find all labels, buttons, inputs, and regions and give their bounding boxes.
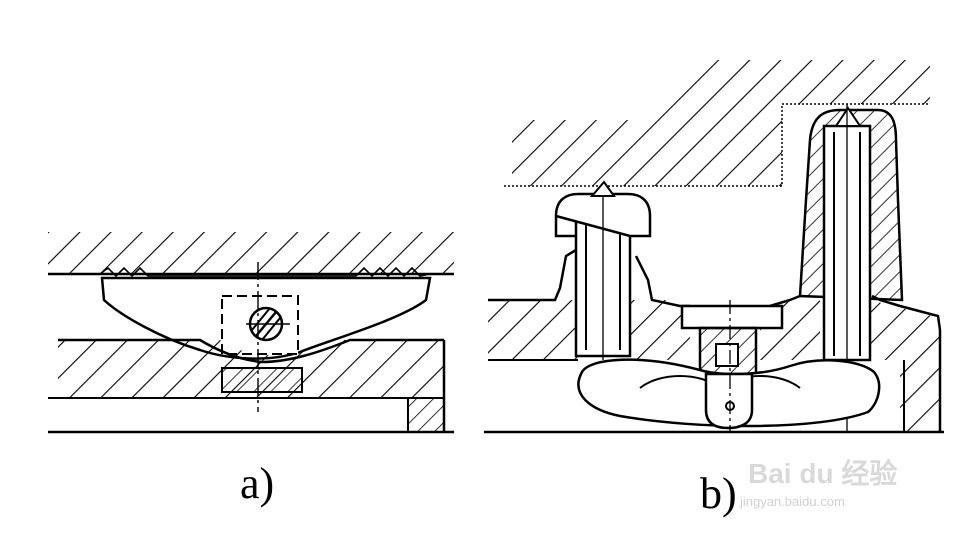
fig-a-foot-block — [221, 367, 303, 393]
figure-a-caption: a) — [240, 459, 275, 508]
watermark-url: jingyan.baidu.com — [740, 494, 845, 509]
fig-a-serrations — [99, 266, 431, 278]
fig-a-upper-hatch — [48, 232, 454, 274]
fig-b-pivot-tongue — [704, 372, 754, 430]
watermark-text: Bai du 经验 — [748, 458, 898, 489]
figure-b-caption: b) — [700, 469, 737, 518]
fig-b-workpiece-hatch — [512, 60, 930, 186]
fig-b-center-bar — [680, 304, 784, 330]
figure-b-drawing — [484, 60, 944, 434]
fig-a-pin-box — [221, 295, 299, 355]
figure-a-drawing — [48, 232, 454, 434]
fig-b-workpiece-edge — [504, 103, 930, 187]
